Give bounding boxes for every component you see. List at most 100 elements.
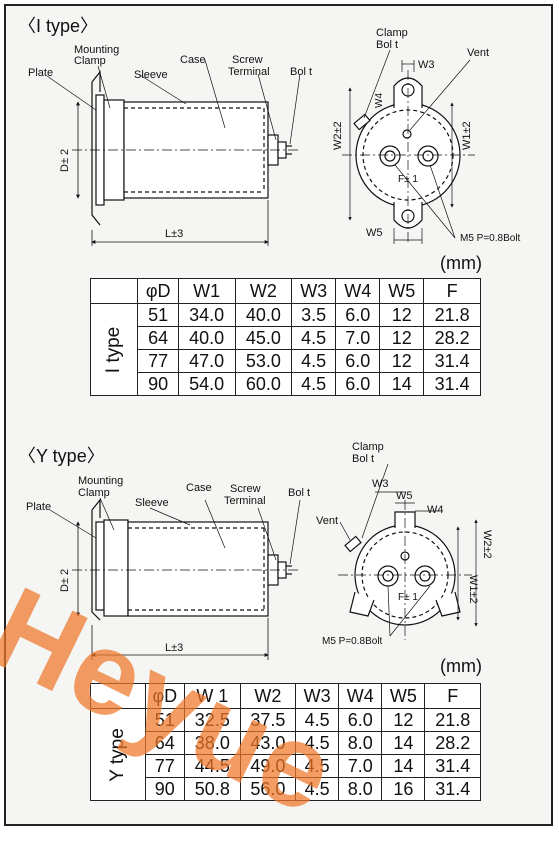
table-header-row: φD W 1 W2 W3 W4 W5 F: [90, 683, 481, 709]
table-cell: 4.5: [295, 708, 340, 732]
table-cell: 16: [381, 777, 426, 801]
label-clamp-bolt-1: Clamp: [376, 27, 408, 39]
y-type-title: 〈Y type〉: [18, 446, 105, 466]
table-cell: 64: [137, 326, 179, 350]
table-cell: 12: [379, 303, 425, 327]
header-cell: W2: [239, 683, 297, 709]
table-cell: 7.0: [338, 754, 383, 778]
table-cell: 28.2: [423, 326, 481, 350]
table-cell: 37.5: [239, 708, 297, 732]
label-y-sleeve: Sleeve: [135, 497, 169, 509]
header-cell: W5: [379, 278, 425, 304]
table-cell: 60.0: [234, 372, 293, 396]
label-y-terminal: Terminal: [224, 495, 266, 507]
i-type-end-labels: Clamp Bol t Vent W3 W4 W2±2 W1±2 F± 1 W5…: [332, 27, 521, 244]
table-cell: 21.8: [423, 303, 481, 327]
label-y-w4: W4: [427, 504, 444, 516]
label-sleeve: Sleeve: [134, 69, 168, 81]
table-cell: 14: [379, 372, 425, 396]
table-cell: 40.0: [234, 303, 293, 327]
table-cell: 4.5: [291, 326, 337, 350]
header-cell: W2: [234, 278, 293, 304]
table-cell: 44.5: [184, 754, 241, 778]
table-cell: 64: [144, 731, 186, 755]
label-y-bolt-spec: M5 P=0.8Bolt: [322, 636, 383, 647]
table-header-row: φD W1 W2 W3 W4 W5 F: [89, 278, 481, 304]
label-bolt-spec: M5 P=0.8Bolt: [460, 233, 521, 244]
header-cell: φD: [137, 278, 179, 304]
label-l: L±3: [165, 228, 183, 240]
table-row: 64 40.0 45.0 4.5 7.0 12 28.2: [91, 326, 481, 350]
label-w4: W4: [374, 93, 385, 108]
header-cell: W1: [177, 278, 236, 304]
label-y-f: F± 1: [398, 592, 418, 603]
label-w5: W5: [366, 227, 383, 239]
header-cell: φD: [144, 683, 186, 709]
label-y-screw: Screw: [230, 483, 261, 495]
label-y-mounting: Mounting: [78, 475, 123, 487]
table-cell: 53.0: [234, 349, 293, 373]
corner-cell: [89, 278, 139, 304]
label-y-clamp: Clamp: [78, 487, 110, 499]
label-plate: Plate: [28, 67, 53, 79]
table-cell: 4.5: [295, 754, 340, 778]
i-type-spec-table: φD W1 W2 W3 W4 W5 F I type 51 34.0 40.0 …: [89, 278, 481, 396]
table-cell: 40.0: [177, 326, 236, 350]
table-cell: 77: [144, 754, 186, 778]
table-cell: 51: [144, 708, 186, 732]
header-cell: W3: [295, 683, 340, 709]
table-cell: 6.0: [335, 372, 381, 396]
table-cell: 7.0: [335, 326, 381, 350]
label-mounting: Mounting: [74, 44, 119, 56]
corner-cell: [90, 683, 146, 709]
table-cell: 31.4: [424, 754, 481, 778]
header-cell: W3: [291, 278, 337, 304]
table-cell: 50.8: [184, 777, 241, 801]
label-bolt: Bol t: [290, 66, 312, 78]
label-y-w1: W1±2: [467, 575, 479, 604]
table-cell: 28.2: [424, 731, 481, 755]
label-y-vent: Vent: [316, 515, 338, 527]
label-y-clamp-bolt-1: Clamp: [352, 441, 384, 453]
label-y-w3: W3: [372, 478, 389, 490]
header-cell: W4: [338, 683, 383, 709]
table-row: 90 54.0 60.0 4.5 6.0 14 31.4: [91, 372, 481, 396]
y-type-unit: (mm): [440, 656, 482, 676]
table-cell: 14: [381, 731, 426, 755]
label-vent: Vent: [467, 47, 489, 59]
table-cell: 6.0: [335, 349, 381, 373]
label-w3: W3: [418, 59, 435, 71]
table-cell: 4.5: [295, 777, 340, 801]
table-cell: 49.0: [239, 754, 297, 778]
table-cell: 77: [137, 349, 179, 373]
table-row: 64 38.0 43.0 4.5 8.0 14 28.2: [91, 731, 481, 755]
i-type-end-view: [342, 49, 475, 245]
i-type-side-view: [46, 59, 301, 246]
table-cell: 4.5: [291, 349, 337, 373]
table-cell: 32.5: [184, 708, 241, 732]
label-y-plate: Plate: [26, 501, 51, 513]
table-cell: 4.5: [291, 372, 337, 396]
table-cell: 4.5: [295, 731, 340, 755]
y-type-side-view: [49, 497, 301, 660]
table-cell: 51: [137, 303, 179, 327]
label-y-case: Case: [186, 482, 212, 494]
table-cell: 43.0: [239, 731, 297, 755]
table-cell: 6.0: [335, 303, 381, 327]
header-cell: W5: [381, 683, 426, 709]
table-cell: 8.0: [338, 777, 383, 801]
table-cell: 90: [144, 777, 186, 801]
table-cell: 3.5: [291, 303, 337, 327]
header-cell: F: [423, 278, 481, 304]
y-type-side-labels: Mounting Clamp Plate Sleeve Case Screw T…: [26, 475, 310, 654]
label-y-w5: W5: [396, 490, 413, 502]
i-type-side-labels: Mounting Clamp Plate Sleeve Case Screw T…: [28, 44, 312, 240]
table-cell: 45.0: [234, 326, 293, 350]
table-cell: 31.4: [424, 777, 481, 801]
side-label: I type: [89, 303, 139, 396]
side-label: Y type: [90, 708, 146, 801]
table-cell: 12: [381, 708, 426, 732]
table-cell: 8.0: [338, 731, 383, 755]
i-type-unit: (mm): [440, 253, 482, 273]
label-w2: W2±2: [332, 121, 344, 150]
